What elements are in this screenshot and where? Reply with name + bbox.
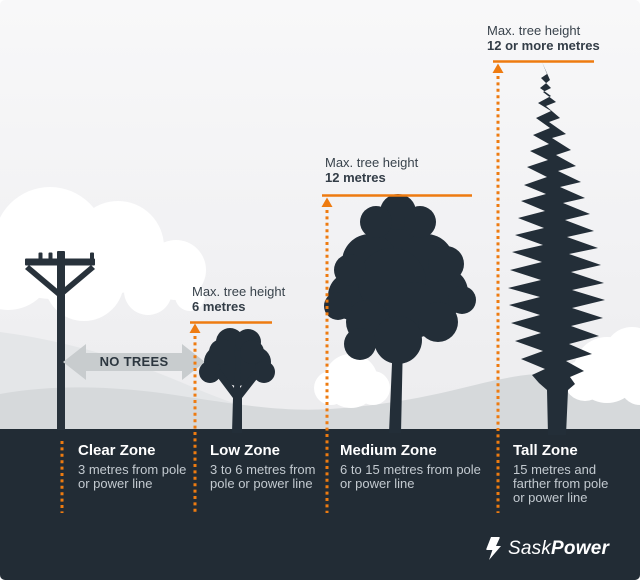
logo-power: Power	[551, 537, 610, 559]
logo-sask: Sask	[508, 537, 552, 559]
zone-medium-title: Medium Zone	[340, 442, 437, 459]
saskpower-logo: SaskPower	[486, 537, 609, 560]
tall-height-value: 12 or more metres	[487, 38, 600, 53]
zone-tall-line-3: or power line	[513, 490, 588, 505]
zone-tall-title: Tall Zone	[513, 442, 578, 459]
tall-height-title: Max. tree height	[487, 23, 581, 38]
zone-clear-line-2: or power line	[78, 476, 153, 491]
medium-height-label: Max. tree height 12 metres	[325, 155, 418, 185]
zone-tall: Tall Zone 15 metres and farther from pol…	[513, 442, 640, 505]
small-tree-silhouette	[199, 328, 275, 433]
tall-up-arrow-icon	[492, 63, 504, 73]
low-height-label: Max. tree height 6 metres	[192, 284, 285, 314]
zone-tall-line-2: farther from pole	[513, 476, 609, 491]
medium-height-value: 12 metres	[325, 170, 386, 185]
zone-tall-line-1: 15 metres and	[513, 462, 597, 477]
low-height-title: Max. tree height	[192, 284, 286, 299]
power-pole	[25, 251, 95, 430]
cloud-right-small	[314, 354, 390, 408]
zone-clear-line-1: 3 metres from pole	[78, 462, 187, 477]
zone-medium-line-2: or power line	[340, 476, 415, 491]
zone-low-title: Low Zone	[210, 442, 280, 459]
medium-height-title: Max. tree height	[325, 155, 419, 170]
cloud-right-large	[564, 327, 640, 405]
zone-low: Low Zone 3 to 6 metres from pole or powe…	[210, 442, 340, 491]
zone-low-line-1: 3 to 6 metres from	[210, 462, 316, 477]
hill-near	[0, 373, 640, 430]
medium-tree-silhouette	[324, 194, 476, 433]
zone-low-line-2: pole or power line	[210, 476, 313, 491]
ground-band	[0, 429, 640, 580]
tall-tree-silhouette	[508, 62, 605, 435]
saskpower-bolt-icon	[486, 537, 501, 560]
tall-height-label: Max. tree height 12 or more metres	[487, 23, 600, 53]
zone-clear: Clear Zone 3 metres from pole or power l…	[78, 442, 208, 491]
zone-clear-title: Clear Zone	[78, 442, 156, 459]
height-annotations	[60, 60, 594, 513]
saskpower-wordmark: SaskPower	[508, 538, 609, 560]
zone-medium: Medium Zone 6 to 15 metres from pole or …	[340, 442, 481, 491]
cloud-left	[0, 187, 206, 321]
zone-medium-line-1: 6 to 15 metres from pole	[340, 462, 481, 477]
low-height-value: 6 metres	[192, 299, 246, 314]
no-trees-label: NO TREES	[99, 354, 169, 369]
low-up-arrow-icon	[189, 323, 201, 333]
no-trees-arrow	[63, 344, 205, 380]
medium-up-arrow-icon	[321, 197, 333, 207]
